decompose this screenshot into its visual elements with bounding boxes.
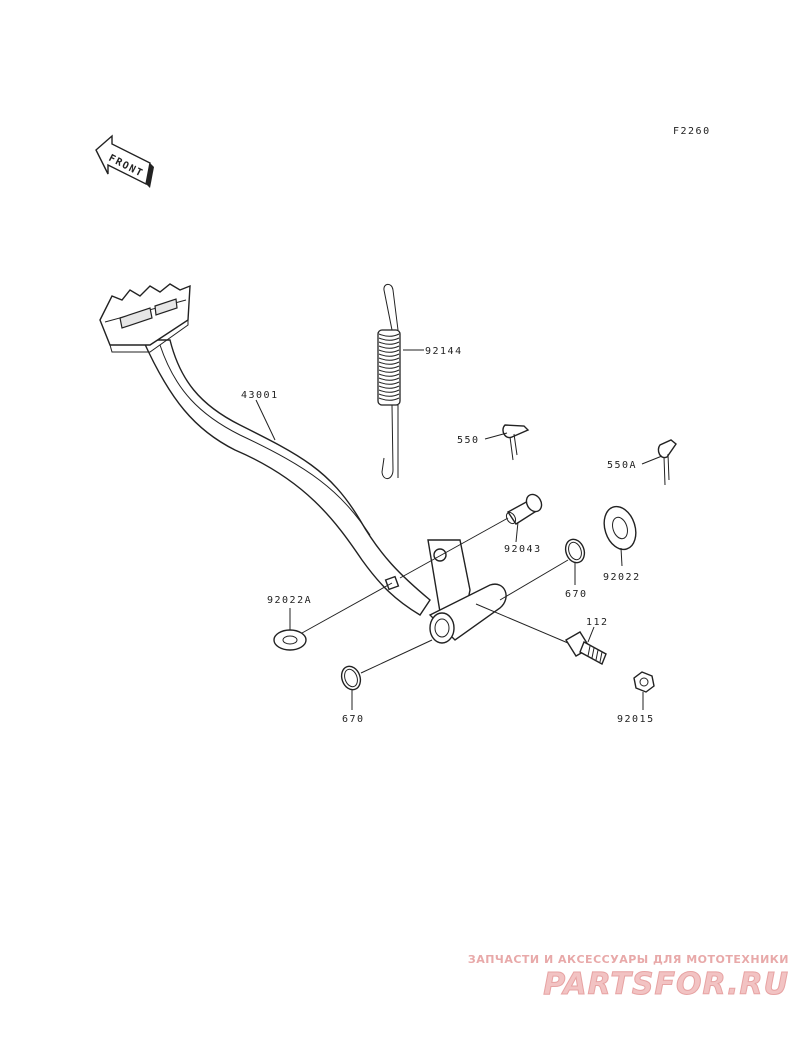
washer-92022a-part bbox=[273, 629, 307, 651]
label-112: 112 bbox=[586, 617, 609, 628]
label-92022a: 92022A bbox=[267, 595, 312, 606]
spring-part bbox=[377, 283, 401, 479]
pin-92043-part bbox=[505, 493, 543, 525]
watermark-brand: PARTSFOR.RU bbox=[543, 967, 789, 1002]
watermark-tagline: ЗАПЧАСТИ И АКСЕССУАРЫ ДЛЯ МОТОТЕХНИКИ bbox=[468, 953, 789, 966]
cotter-pin-550-part bbox=[502, 424, 530, 461]
label-92043: 92043 bbox=[504, 544, 542, 555]
assembly-lines bbox=[301, 517, 569, 674]
oring-right-part bbox=[564, 538, 586, 564]
front-arrow-icon: FRONT bbox=[95, 134, 154, 188]
label-92144: 92144 bbox=[425, 346, 463, 357]
label-550: 550 bbox=[457, 435, 480, 446]
label-92022: 92022 bbox=[603, 572, 641, 583]
washer-92022-part bbox=[603, 505, 637, 551]
leader-lines bbox=[255, 349, 663, 710]
label-670-right: 670 bbox=[565, 589, 588, 600]
label-92015: 92015 bbox=[617, 714, 655, 725]
nut-92015-part bbox=[633, 671, 655, 693]
brake-pedal-part bbox=[99, 283, 507, 644]
bolt-112-part bbox=[565, 631, 607, 665]
oring-left-part bbox=[340, 665, 362, 691]
label-43001: 43001 bbox=[241, 390, 279, 401]
figure-code: F2260 bbox=[673, 126, 711, 137]
label-670-left: 670 bbox=[342, 714, 365, 725]
label-550a: 550A bbox=[607, 460, 637, 471]
cotter-pin-550a-part bbox=[657, 439, 677, 486]
